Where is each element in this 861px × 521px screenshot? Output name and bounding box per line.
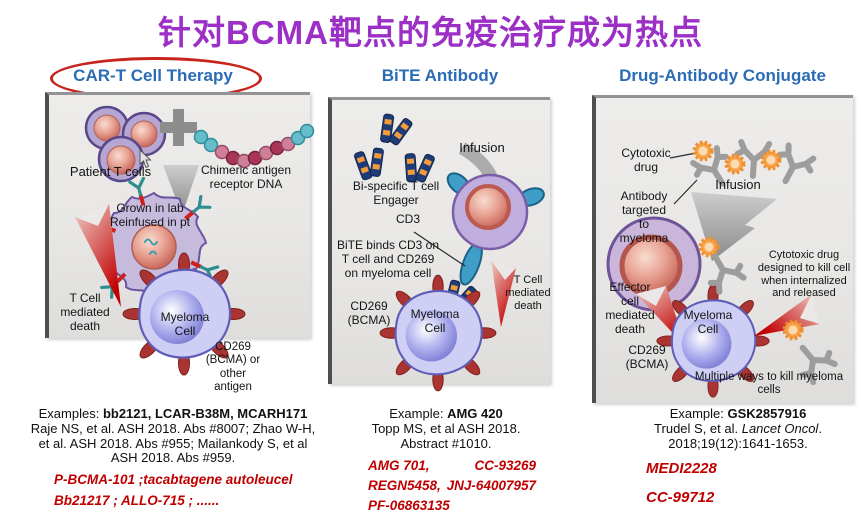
panel-adc xyxy=(592,95,853,403)
drug-pointer-line xyxy=(669,152,697,159)
cytotoxic-drug-icon xyxy=(698,236,720,258)
column-header-adc: Drug-Antibody Conjugate xyxy=(619,66,826,85)
page-title: 针对BCMA靶点的免疫治疗成为热点 xyxy=(158,14,703,51)
adc-diagram xyxy=(606,98,857,399)
example-line: Example: AMG 420 xyxy=(346,406,546,422)
pipeline-item: CC-93269 xyxy=(474,458,536,474)
bite-molecule xyxy=(353,147,387,182)
plus-icon xyxy=(160,109,197,146)
mouse-cursor xyxy=(139,149,152,169)
pipeline-row: REGN5458, JNJ-64007957 xyxy=(368,476,536,496)
label-patient-t-cells: Patient T cells xyxy=(69,164,152,179)
example-line: Example: GSK2857916 xyxy=(616,406,860,422)
label-antigen-note: CD269 (BCMA) or other antigen xyxy=(205,341,261,393)
death-arrow-icon xyxy=(75,204,121,307)
pipeline-line: CC-99712 xyxy=(646,488,715,506)
reference-journal: Lancet Oncol xyxy=(741,420,819,436)
footer-adc: Example: GSK2857916 Trudel S, et al. Lan… xyxy=(616,406,860,512)
label-cd3: CD3 xyxy=(395,212,420,226)
label-cytotoxic-designed: Cytotoxic drug designed to kill cell whe… xyxy=(757,249,851,300)
cytotoxic-drug-icon xyxy=(760,149,782,171)
reference-prefix: Trudel S, et al. xyxy=(654,420,742,436)
label-cytotoxic-drug: Cytotoxic drug xyxy=(621,146,671,174)
pipeline-item: REGN5458, xyxy=(368,478,441,493)
label-effector-death: Effector cell mediated death xyxy=(605,280,655,336)
label-bite-engager: Bi-specific T cell Engager xyxy=(352,179,440,207)
pipeline-row: AMG 701, CC-93269 xyxy=(368,456,536,476)
example-label: Example: xyxy=(389,406,448,421)
footer-bite: Example: AMG 420 Topp MS, et al ASH 2018… xyxy=(346,406,546,516)
column-header-cart: CAR-T Cell Therapy xyxy=(73,66,233,85)
death-arrow-icon xyxy=(491,260,516,327)
label-bite-binds: BiTE binds CD3 on T cell and CD269 on my… xyxy=(336,238,440,280)
down-arrow-icon xyxy=(163,165,199,215)
cd3-pointer-line xyxy=(413,231,466,267)
cart-diagram xyxy=(75,105,315,377)
pipeline-item: JNJ-64007957 xyxy=(446,478,536,493)
arrow-notch xyxy=(491,260,516,280)
label-myeloma-3: Myeloma Cell xyxy=(683,308,733,336)
label-antibody-targeted: Antibody targeted to myeloma xyxy=(619,189,669,245)
reference-text: Trudel S, et al. Lancet Oncol. xyxy=(616,420,860,437)
pipeline-line: Bb21217 ; ALLO-715 ; ...... xyxy=(54,492,220,508)
pipeline-line: P-BCMA-101 ;tacabtagene autoleucel xyxy=(54,472,293,488)
label-grown-in-lab: Grown in lab Reinfused in pt xyxy=(109,201,191,229)
t-cell-graphic xyxy=(446,172,545,286)
label-myeloma-2: Myeloma Cell xyxy=(410,307,460,335)
arrow-notch xyxy=(800,294,820,324)
reference-text: Raje NS, et al. ASH 2018. Abs #8007; Zha… xyxy=(30,420,316,466)
example-names: GSK2857916 xyxy=(727,406,807,421)
label-t-cell-death-2: T Cell mediated death xyxy=(505,274,551,312)
bite-diagram xyxy=(332,100,545,392)
cytotoxic-drug-icon xyxy=(724,153,746,175)
label-cd269-2: CD269 (BCMA) xyxy=(347,299,391,327)
label-t-cell-death-1: T Cell mediated death xyxy=(60,291,110,333)
example-line: Examples: bb2121, LCAR-B38M, MCARH171 xyxy=(28,406,318,422)
car-dna-graphic xyxy=(193,123,315,169)
label-multiple-ways: Multiple ways to kill myeloma cells xyxy=(694,371,844,397)
reference-text: Topp MS, et al ASH 2018. Abstract #1010. xyxy=(371,420,521,451)
label-myeloma-1: Myeloma Cell xyxy=(160,310,210,338)
label-car-dna: Chimeric antigen receptor DNA xyxy=(200,163,292,191)
arrow-notch xyxy=(75,204,109,226)
example-names: bb2121, LCAR-B38M, MCARH171 xyxy=(102,406,308,421)
antibody-pointer-line xyxy=(673,179,698,205)
label-infusion-bite: Infusion xyxy=(459,140,505,155)
effector-cell-graphic xyxy=(606,216,702,312)
reference-suffix: . xyxy=(818,420,822,436)
cytotoxic-drug-icon xyxy=(782,319,804,341)
column-header-bite: BiTE Antibody xyxy=(381,66,499,85)
bite-molecule xyxy=(374,110,414,151)
pipeline-line: MEDI2228 xyxy=(646,460,717,478)
example-label: Examples: xyxy=(38,406,103,421)
example-label: Example: xyxy=(669,406,728,421)
label-infusion-adc: Infusion xyxy=(715,177,761,192)
panel-bite xyxy=(328,97,550,392)
label-cd269-3: CD269 (BCMA) xyxy=(625,343,669,371)
pipeline-row: PF-06863135 xyxy=(368,496,536,516)
pipeline-item: PF-06863135 xyxy=(368,497,450,513)
reference-line2: 2018;19(12):1641-1653. xyxy=(668,435,808,451)
arrow-notch xyxy=(636,286,666,306)
footer-cart: Examples: bb2121, LCAR-B38M, MCARH171 Ra… xyxy=(28,406,318,511)
example-names: AMG 420 xyxy=(447,406,503,421)
panel-cart xyxy=(45,92,315,377)
drug-kill-arrow-icon xyxy=(754,294,820,336)
cytotoxic-drug-icon xyxy=(692,140,714,162)
pipeline-item: AMG 701, xyxy=(368,458,430,474)
